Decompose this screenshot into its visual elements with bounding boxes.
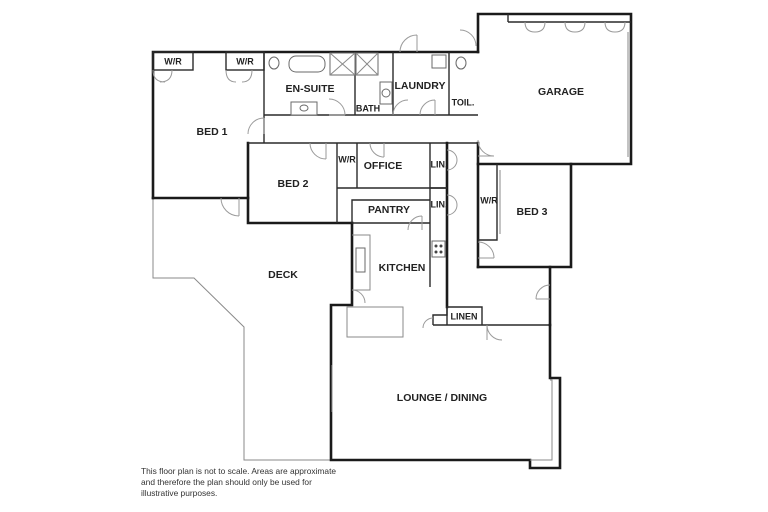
label-office: OFFICE: [364, 160, 403, 172]
label-wr-bed1-left: W/R: [164, 56, 182, 66]
kitchen-island: [346, 306, 404, 338]
label-lin-1: LIN.: [431, 159, 448, 169]
label-laundry: LAUNDRY: [395, 80, 446, 92]
label-lounge-dining: LOUNGE / DINING: [397, 392, 487, 404]
label-pantry: PANTRY: [368, 204, 410, 216]
bathtub: [288, 55, 326, 73]
label-deck: DECK: [268, 269, 298, 281]
label-bath: BATH: [356, 103, 380, 113]
wall-pantry: [351, 199, 430, 223]
sink: [355, 247, 366, 273]
wall-wr-bed3: [478, 164, 498, 241]
label-wr-bed2: W/R: [338, 154, 356, 164]
label-toilet: TOIL.: [452, 97, 475, 107]
label-linen: LINEN: [451, 311, 478, 321]
door-swings: [152, 21, 626, 341]
label-garage: GARAGE: [538, 86, 584, 98]
deck-outline: [152, 198, 331, 461]
label-kitchen: KITCHEN: [379, 262, 426, 274]
label-lin-2: LIN.: [431, 199, 448, 209]
label-bed2: BED 2: [278, 178, 309, 190]
wall-bed3-east: [476, 162, 573, 327]
label-bed3: BED 3: [517, 206, 548, 218]
cooktop: [431, 240, 446, 258]
lounge-window-bay: [530, 379, 553, 461]
toilet-ensuite: [268, 56, 280, 70]
bench-west: [352, 234, 371, 291]
label-bed1: BED 1: [197, 126, 228, 138]
wall-garage: [476, 12, 633, 166]
laundry-tub: [431, 54, 447, 69]
label-wr-bed1-right: W/R: [236, 56, 254, 66]
label-ensuite: EN-SUITE: [285, 83, 334, 95]
toilet-toil: [455, 56, 467, 70]
label-wr-bed3: W/R: [480, 195, 498, 205]
wr-box-left: [152, 51, 194, 71]
disclaimer-text: This floor plan is not to scale. Areas a…: [141, 466, 337, 498]
wall-lounge: [329, 221, 562, 470]
wall-bed2: [246, 141, 354, 225]
